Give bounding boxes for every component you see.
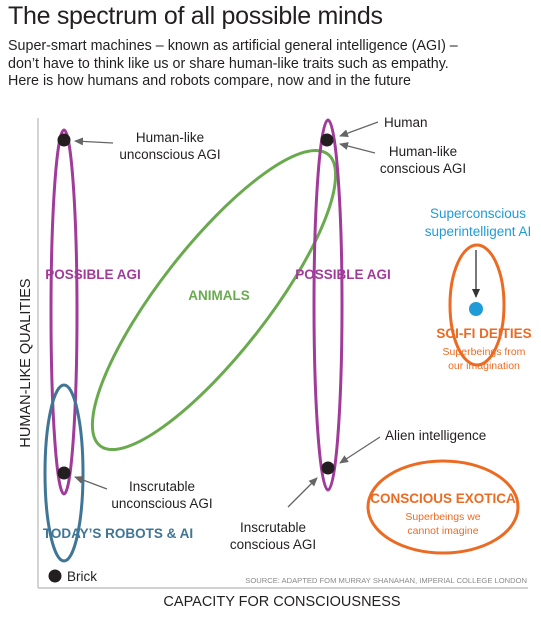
intro-line: don’t have to think like us or share hum… — [8, 55, 449, 72]
animals-ellipse — [90, 148, 338, 452]
possible-agi-right-label: POSSIBLE AGI — [295, 267, 391, 282]
point-human-like-unconscious-marker — [57, 133, 71, 147]
label-alien: Alien intelligence — [385, 428, 486, 443]
arrow-human-like-conscious — [339, 142, 376, 154]
todays-robots-ellipse — [43, 383, 85, 563]
arrow-human — [339, 121, 379, 137]
y-axis-label: HUMAN-LIKE QUALITIES — [18, 278, 34, 447]
label-human-like-unconscious-1: Human-like — [136, 130, 204, 145]
label-inscrutable-unconscious-1: Inscrutable — [129, 479, 195, 494]
arrow-inscrutable-conscious — [287, 477, 318, 508]
arrow-inscrutable-unconscious — [74, 476, 108, 490]
conscious-exotica-ellipse — [366, 459, 520, 555]
arrow-human-like-unconscious — [74, 137, 114, 146]
point-superconscious-marker — [469, 302, 483, 316]
conscious-exotica-sub-1: Superbeings we — [405, 511, 480, 523]
arrow-alien — [339, 436, 381, 464]
label-human-like-unconscious-2: unconscious AGI — [119, 147, 220, 162]
sci-fi-deities-ellipse — [448, 243, 506, 367]
label-human: Human — [384, 115, 428, 130]
animals-label: ANIMALS — [188, 288, 250, 303]
point-alien-marker — [321, 461, 335, 475]
label-inscrutable-unconscious-2: unconscious AGI — [111, 496, 212, 511]
todays-robots-label: TODAY’S ROBOTS & AI — [43, 526, 193, 541]
possible-agi-left-label: POSSIBLE AGI — [45, 267, 141, 282]
page-title: The spectrum of all possible minds — [8, 2, 383, 30]
intro-line: Super-smart machines – known as artifici… — [8, 38, 458, 54]
intro-line: Here is how humans and robots compare, n… — [8, 73, 411, 89]
point-brick-marker — [48, 569, 62, 583]
point-human-marker — [320, 133, 334, 147]
label-inscrutable-conscious-2: conscious AGI — [230, 537, 316, 552]
label-human-like-conscious-1: Human-like — [389, 144, 457, 159]
label-human-like-conscious-2: conscious AGI — [380, 161, 466, 176]
conscious-exotica-title: CONSCIOUS EXOTICA — [370, 491, 516, 506]
possible-agi-left-ellipse — [49, 128, 79, 496]
point-inscrutable-unconscious-marker — [57, 466, 71, 480]
intro-text: Super-smart machines – known as artifici… — [8, 38, 533, 91]
label-inscrutable-conscious-1: Inscrutable — [240, 520, 306, 535]
conscious-exotica-sub-2: cannot imagine — [407, 525, 478, 537]
sci-fi-deities-title: SCI-FI DEITIES — [436, 326, 531, 341]
source-note: SOURCE: ADAPTED FOM MURRAY SHANAHAN, IMP… — [245, 576, 527, 585]
sci-fi-deities-sub-2: our imagination — [448, 360, 520, 372]
label-brick: Brick — [67, 569, 97, 584]
label-superconscious-1: Superconscious — [430, 206, 526, 221]
label-superconscious-2: superintelligent AI — [425, 224, 532, 239]
sci-fi-deities-sub-1: Superbeings from — [443, 346, 526, 358]
possible-agi-right-ellipse — [312, 118, 344, 492]
x-axis-label: CAPACITY FOR CONSCIOUSNESS — [163, 594, 400, 610]
